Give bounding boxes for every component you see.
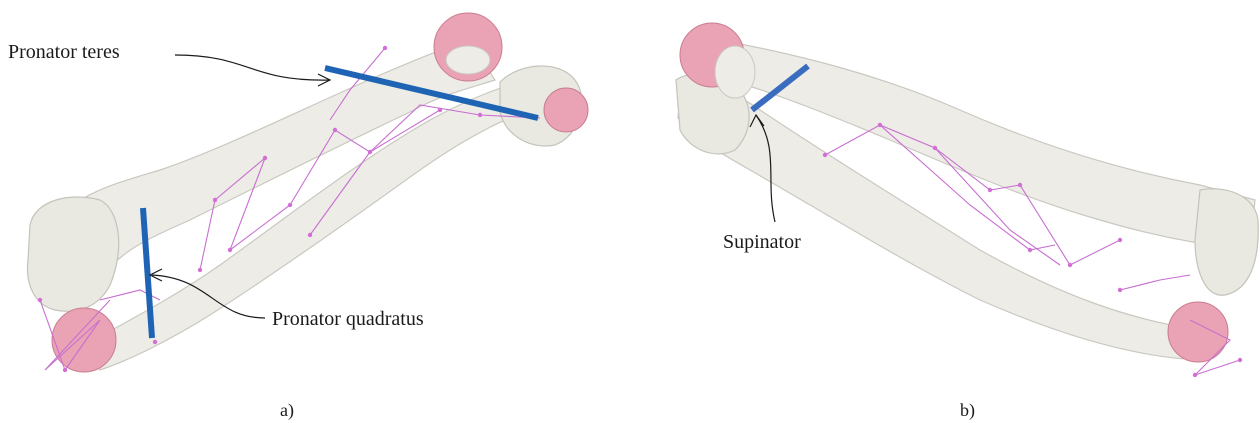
- panel-a-joint-proximal-ulna: [544, 88, 588, 132]
- panel-b: Supinator b): [676, 23, 1258, 421]
- panel-a-caption: a): [280, 400, 294, 421]
- panel-a-arrow-pronator-teres: [175, 55, 330, 80]
- panel-a-label-pronator-quadratus: Pronator quadratus: [272, 308, 424, 330]
- panel-a-label-pronator-teres: Pronator teres: [8, 41, 120, 63]
- panel-b-radial-head-surface: [715, 46, 755, 98]
- panel-b-label-supinator: Supinator: [723, 231, 801, 253]
- panel-a-joint-distal: [52, 308, 116, 372]
- panel-b-caption: b): [960, 400, 975, 421]
- panel-b-joint-distal: [1168, 302, 1228, 362]
- panel-b-radius-distal: [1195, 189, 1258, 295]
- panel-a-radius-distal: [27, 197, 118, 311]
- panel-a: Pronator teres Pronator quadratus a): [8, 13, 588, 421]
- panel-a-radial-head-surface: [446, 46, 490, 74]
